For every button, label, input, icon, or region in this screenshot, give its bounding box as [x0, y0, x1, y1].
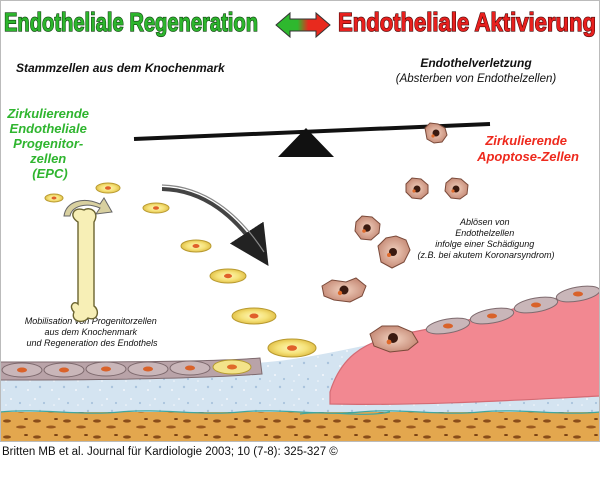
epc-label: Zirkulierende Endotheliale Progenitor- z…: [6, 106, 92, 181]
detachment-label: Ablösen von Endothelzellen infolge einer…: [417, 217, 554, 260]
apoptotic-cell: [405, 177, 429, 200]
epc-cell: [95, 182, 121, 194]
header-left-title: Endotheliale Regeneration: [4, 7, 258, 37]
apoptosis-label: Zirkulierende Apoptose-Zellen: [476, 133, 579, 164]
homing-arrow-icon: [161, 184, 269, 267]
tissue-layer: [0, 412, 600, 442]
apoptotic-cell: [444, 177, 469, 200]
apoptotic-cell: [354, 215, 381, 241]
epc-cell: [267, 338, 317, 358]
injury-title: Endothelverletzung: [420, 56, 532, 70]
plaque: [329, 289, 600, 405]
injury-subtitle: (Absterben von Endothelzellen): [396, 73, 557, 85]
epc-cells: [44, 182, 317, 358]
epc-cell: [231, 307, 277, 325]
citation-text: Britten MB et al. Journal für Kardiologi…: [2, 446, 338, 458]
apoptotic-cell: [377, 235, 411, 269]
epc-cell: [180, 239, 212, 253]
tissue-wave: [0, 410, 600, 414]
diagram: Endotheliale Regeneration Endotheliale A…: [0, 0, 600, 442]
mobilization-label: Mobilisation von Progenitorzellen aus de…: [25, 316, 160, 348]
epc-cell: [44, 193, 64, 203]
epc-cell: [142, 202, 170, 214]
apoptotic-cells: [321, 122, 469, 353]
endothelium-left: [0, 357, 263, 381]
bone-icon: [70, 208, 99, 323]
epc-cell: [209, 268, 247, 284]
plaque-wave: [299, 411, 391, 415]
mobilization-arrow-icon: [63, 197, 113, 217]
endothelium-right: [425, 285, 600, 335]
stem-cells-label: Stammzellen aus dem Knochenmark: [16, 61, 226, 75]
double-arrow-icon: [275, 11, 331, 39]
apoptotic-cell: [369, 325, 419, 353]
header-right-title: Endotheliale Aktivierung: [338, 7, 596, 37]
apoptotic-cell: [424, 122, 448, 144]
apoptotic-cell: [321, 277, 367, 303]
